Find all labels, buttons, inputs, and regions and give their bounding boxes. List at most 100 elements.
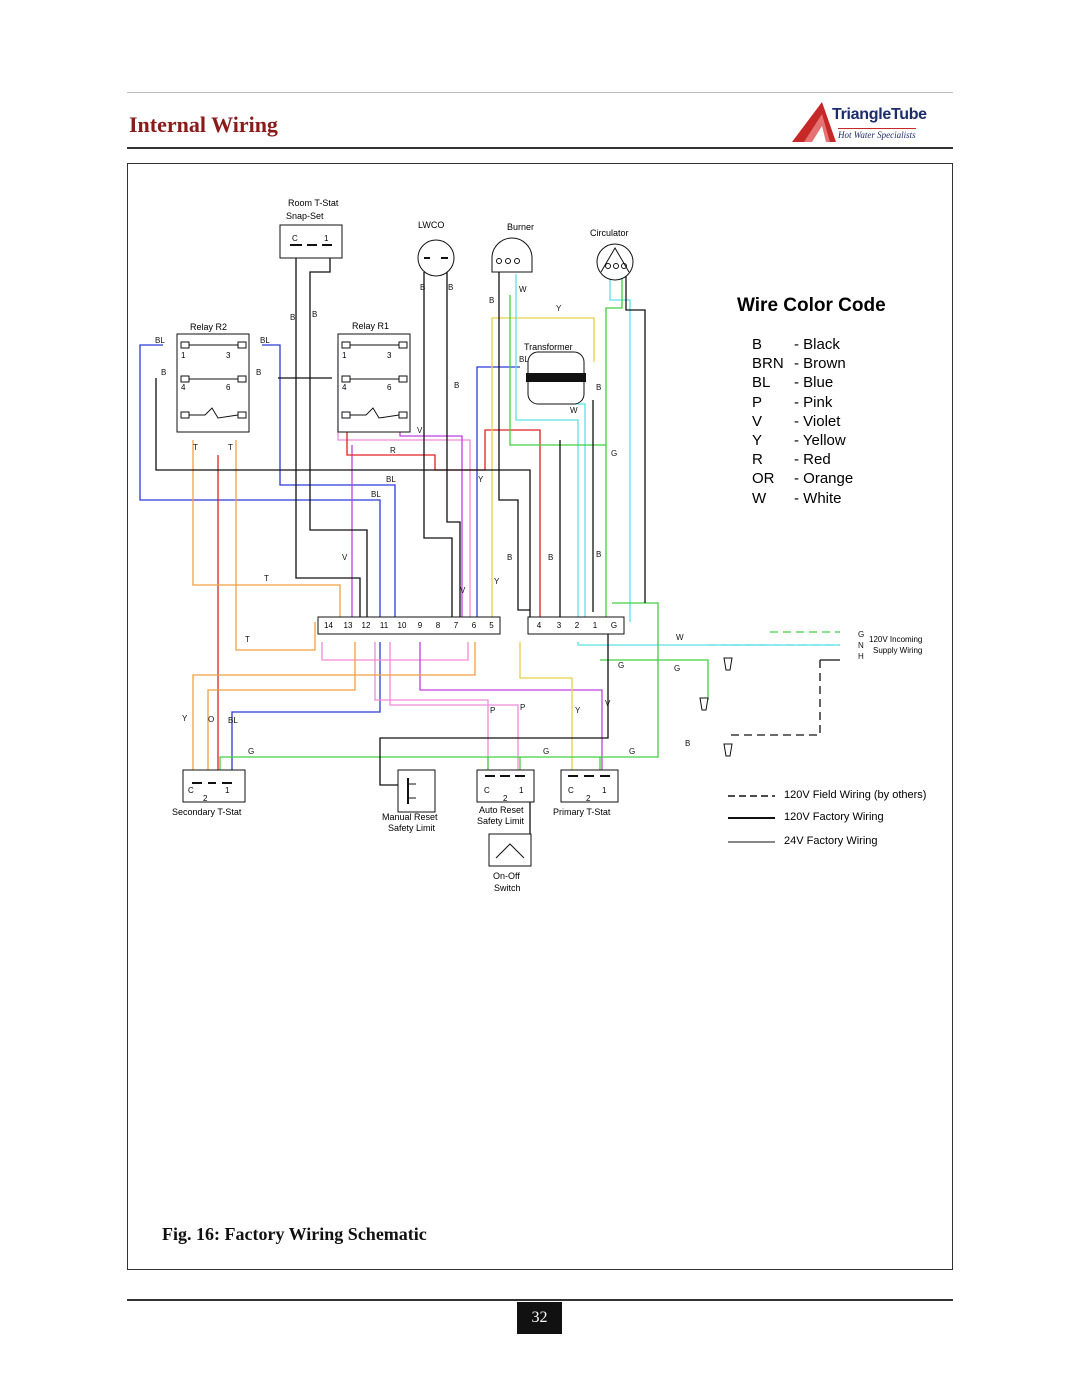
terminal-8: 8 (435, 621, 441, 630)
svg-text:C: C (484, 786, 490, 795)
svg-text:BL: BL (260, 336, 270, 345)
svg-text:BL: BL (371, 490, 381, 499)
svg-text:2: 2 (586, 794, 591, 803)
svg-text:P: P (490, 706, 495, 715)
terminal-4: 4 (536, 621, 542, 630)
svg-text:1: 1 (602, 786, 607, 795)
svg-text:B: B (507, 553, 512, 562)
auto-reset-label: Auto Reset (479, 805, 524, 815)
bottom-rule (127, 1299, 953, 1301)
room-tstat-sub-label: Snap-Set (286, 211, 324, 221)
svg-text:T: T (264, 574, 269, 583)
svg-text:N: N (858, 641, 864, 650)
lwco-device (417, 239, 455, 277)
lwco-label: LWCO (418, 220, 445, 230)
svg-text:1: 1 (181, 351, 186, 360)
green-wires (219, 272, 709, 770)
svg-text:1: 1 (324, 234, 329, 243)
svg-text:Y: Y (478, 475, 484, 484)
burner-label: Burner (507, 222, 535, 232)
manual-reset-label: Manual Reset (382, 812, 438, 822)
svg-text:G: G (629, 747, 635, 756)
terminal-1: 1 (592, 621, 598, 630)
color-code-row: B- Black (752, 336, 840, 353)
terminal-10: 10 (397, 621, 407, 630)
terminal-9: 9 (417, 621, 423, 630)
page-number: 32 (517, 1302, 562, 1334)
svg-text:B: B (161, 368, 166, 377)
svg-text:R: R (390, 446, 396, 455)
circulator-device (596, 243, 634, 281)
burner-device (491, 237, 533, 273)
terminal-strip-right (527, 616, 625, 635)
on-off-switch (488, 833, 532, 867)
terminal-2: 2 (574, 621, 580, 630)
svg-text:C: C (188, 786, 194, 795)
white-cyan-wires (515, 272, 840, 646)
transformer-label: Transformer (524, 342, 573, 352)
secondary-tstat-label: Secondary T-Stat (172, 807, 242, 817)
figure-caption: Fig. 16: Factory Wiring Schematic (162, 1224, 427, 1244)
svg-text:P: P (520, 703, 525, 712)
logo-tagline: Hot Water Specialists (838, 128, 916, 140)
terminal-11: 11 (379, 621, 389, 630)
svg-text:3: 3 (226, 351, 231, 360)
svg-text:G: G (674, 664, 680, 673)
black-wires (155, 258, 840, 850)
terminal-6: 6 (471, 621, 477, 630)
color-code-row: V- Violet (752, 412, 841, 430)
svg-text:6: 6 (226, 383, 231, 392)
primary-tstat-label: Primary T-Stat (553, 807, 611, 817)
svg-text:C: C (568, 786, 574, 795)
terminal-13: 13 (343, 621, 353, 630)
primary-tstat: C 1 2 (560, 769, 619, 803)
color-code-list: B- Black BRN- Brown BL- Blue P- Pink V- … (752, 335, 853, 508)
svg-text:2: 2 (503, 794, 508, 803)
svg-text:B: B (290, 313, 295, 322)
color-code-row: BRN- Brown (752, 355, 846, 373)
svg-text:6: 6 (387, 383, 392, 392)
auto-reset-sub-label: Safety Limit (477, 816, 525, 826)
svg-text:4: 4 (342, 383, 347, 392)
manual-reset-sub-label: Safety Limit (388, 823, 436, 833)
svg-text:B: B (448, 283, 453, 292)
svg-text:B: B (256, 368, 261, 377)
svg-text:C: C (292, 234, 298, 243)
svg-text:V: V (342, 553, 348, 562)
terminal-g: G (610, 621, 618, 630)
yellow-wires (491, 317, 595, 770)
terminal-7: 7 (453, 621, 459, 630)
color-code-row: W- White (752, 489, 842, 507)
terminal-3: 3 (556, 621, 562, 630)
svg-text:H: H (858, 652, 864, 661)
svg-text:B: B (596, 550, 601, 559)
triangletube-logo-icon (792, 102, 836, 142)
svg-text:B: B (685, 739, 690, 748)
legend-factory-120: 120V Factory Wiring (784, 811, 884, 823)
terminal-14: 14 (324, 621, 333, 630)
svg-text:Y: Y (556, 304, 562, 313)
color-code-row: Y- Yellow (752, 432, 846, 450)
svg-text:V: V (417, 426, 423, 435)
svg-text:B: B (420, 283, 425, 292)
svg-text:Y: Y (575, 706, 581, 715)
circulator-label: Circulator (590, 228, 629, 238)
legend-lines (728, 795, 775, 843)
svg-text:V: V (460, 586, 466, 595)
svg-text:3: 3 (387, 351, 392, 360)
incoming-sub-label: Supply Wiring (873, 646, 923, 655)
transformer-device (526, 351, 586, 405)
svg-text:T: T (193, 443, 198, 452)
svg-text:B: B (548, 553, 553, 562)
terminal-5: 5 (489, 621, 494, 630)
color-code-row: R- Red (752, 451, 831, 469)
svg-text:Y: Y (494, 577, 500, 586)
logo-name: TriangleTube (832, 106, 927, 123)
svg-text:G: G (248, 747, 254, 756)
